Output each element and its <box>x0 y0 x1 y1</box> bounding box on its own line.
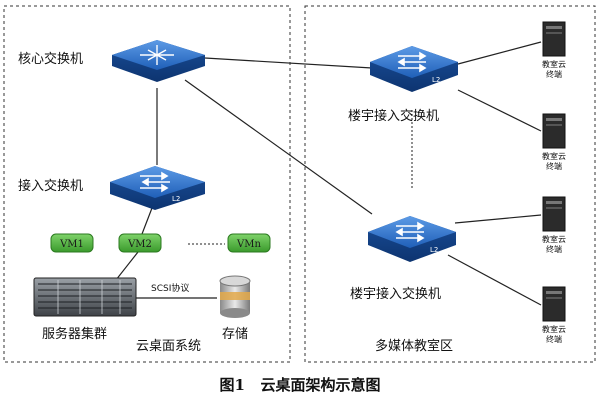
vmn-badge: VMn <box>227 233 271 253</box>
terminal-1-label-line1: 教室云 <box>542 59 566 69</box>
vm1-label: VM1 <box>59 239 84 250</box>
link-b2-t3 <box>454 214 542 224</box>
building-switch-1-label: 楼宇接入交换机 <box>348 108 439 124</box>
building-switch-2: L2 <box>368 216 456 262</box>
link-core-building2 <box>184 79 373 215</box>
terminal-2 <box>542 113 566 149</box>
terminal-1-label-line2: 终端 <box>546 69 562 79</box>
link-core-building1 <box>204 57 373 69</box>
multimedia-region <box>304 5 596 363</box>
cloud-desktop-region <box>3 5 291 363</box>
terminal-4 <box>542 286 566 322</box>
vm1-badge: VM1 <box>50 233 94 253</box>
building-switch-1: L2 <box>370 46 458 92</box>
access-switch-tag: L2 <box>172 195 180 203</box>
terminal-3 <box>542 196 566 232</box>
server-cluster <box>33 277 137 317</box>
terminal-4-label-line2: 终端 <box>546 334 562 344</box>
switch-arrows-icon <box>395 221 425 243</box>
storage-label: 存储 <box>222 327 248 342</box>
terminal-4-label-line1: 教室云 <box>542 324 566 334</box>
link-b1-t1 <box>457 41 542 65</box>
switch-arrows-icon <box>140 171 170 193</box>
scsi-label: SCSI协议 <box>151 282 189 294</box>
vm2-label: VM2 <box>127 239 152 250</box>
cloud-desktop-system-label: 云桌面系统 <box>136 339 201 354</box>
building-switch-2-tag: L2 <box>430 246 438 254</box>
server-cluster-label: 服务器集群 <box>42 326 107 342</box>
link-b1-t2 <box>457 89 542 132</box>
terminal-2-label-line2: 终端 <box>546 161 562 171</box>
building-switch-2-label: 楼宇接入交换机 <box>350 286 441 302</box>
vmn-label: VMn <box>236 239 261 250</box>
terminal-3-label-line2: 终端 <box>546 244 562 254</box>
building-switch-1-tag: L2 <box>432 76 440 84</box>
core-arrows-icon <box>140 45 174 65</box>
connection-lines <box>111 41 542 306</box>
access-switch-label: 接入交换机 <box>18 178 83 194</box>
terminal-1 <box>542 21 566 57</box>
core-switch <box>112 40 205 82</box>
terminal-3-label-line1: 教室云 <box>542 234 566 244</box>
access-switch: L2 <box>110 166 205 210</box>
link-b2-t4 <box>447 254 542 306</box>
switch-arrows-icon <box>397 51 427 73</box>
vm2-badge: VM2 <box>118 233 162 253</box>
multimedia-area-label: 多媒体教室区 <box>375 338 453 354</box>
storage-icon <box>219 275 251 318</box>
terminal-2-label-line1: 教室云 <box>542 151 566 161</box>
figure-caption: 图1 云桌面架构示意图 <box>219 376 380 394</box>
core-switch-label: 核心交换机 <box>18 51 83 67</box>
